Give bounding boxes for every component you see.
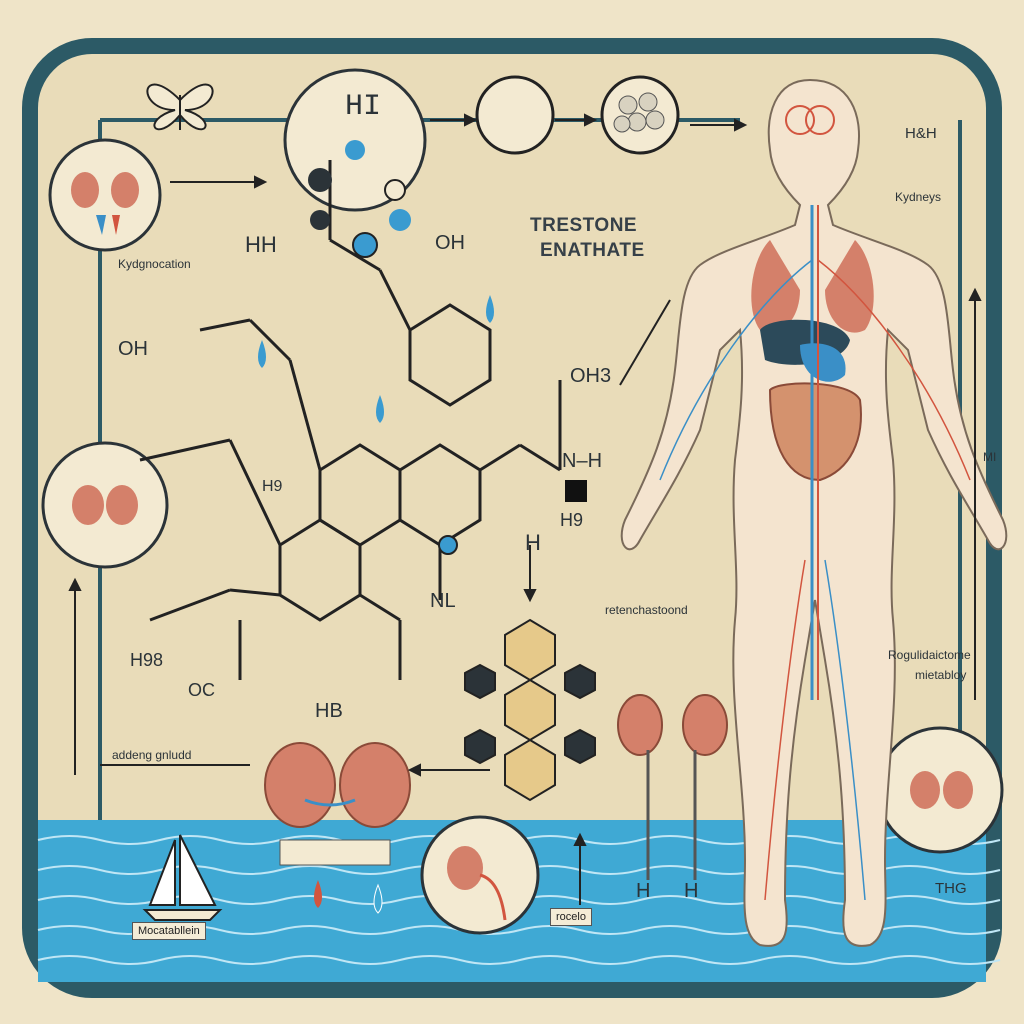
bottom-right-label: THG [935,880,967,897]
h9-b-label: H9 [262,478,283,495]
oh-right-label: OH3 [570,365,612,387]
sailboat-icon [142,834,223,921]
h-pair-1: H [636,880,651,902]
butterfly-icon [146,83,214,131]
kidney-circle-mid-left [41,441,169,569]
nl-label: NL [430,590,456,612]
kidney-circle-top-left [48,138,162,252]
bottom-left-box: Mocatabllein [132,922,206,940]
hexagon-molecule-icon [464,618,596,802]
regulation-line2: mietabloy [915,668,967,682]
kidney-pair-center [264,742,411,866]
molecule-structure [139,160,562,680]
center-right-label: retenchastoond [605,603,688,617]
hb-label: HB [315,700,343,722]
h-letter-label: H [525,530,541,555]
left-process-label: Kydgnocation [118,257,191,271]
h9-label: H9 [560,510,584,530]
top-formula: HI [345,90,382,124]
human-body-figure [620,78,1008,947]
kidney-circle-bottom [420,815,540,935]
oh-left-label: OH [118,338,148,360]
regulation-line1: Rogulidaictome [888,648,971,662]
left-bottom-label: addeng gnludd [112,748,192,762]
kidney-circle-bottom-right [876,726,1004,854]
oc-label: OC [188,680,215,700]
title-line2: ENATHATE [540,240,645,261]
atoms [308,140,587,555]
droplet-icon [258,295,494,914]
top-arrows [430,113,748,132]
kidneys-label: Kydneys [895,190,942,204]
bottom-center-box: rocelo [550,908,592,926]
kidney-pair-right [617,694,728,880]
corner-formula: H&H [905,125,937,142]
flow-arrows [68,175,982,905]
h-pair-2: H [684,880,699,902]
h98-label: H98 [130,650,164,670]
oh-top-label: OH [435,232,465,254]
hh-top-label: HH [245,232,277,257]
cell-cluster-icon [600,75,680,155]
hl-circle-icon [475,75,555,155]
nh-label: N–H [562,450,603,472]
title-line1: TRESTONE [530,215,638,236]
right-side-text: MI [983,450,997,464]
